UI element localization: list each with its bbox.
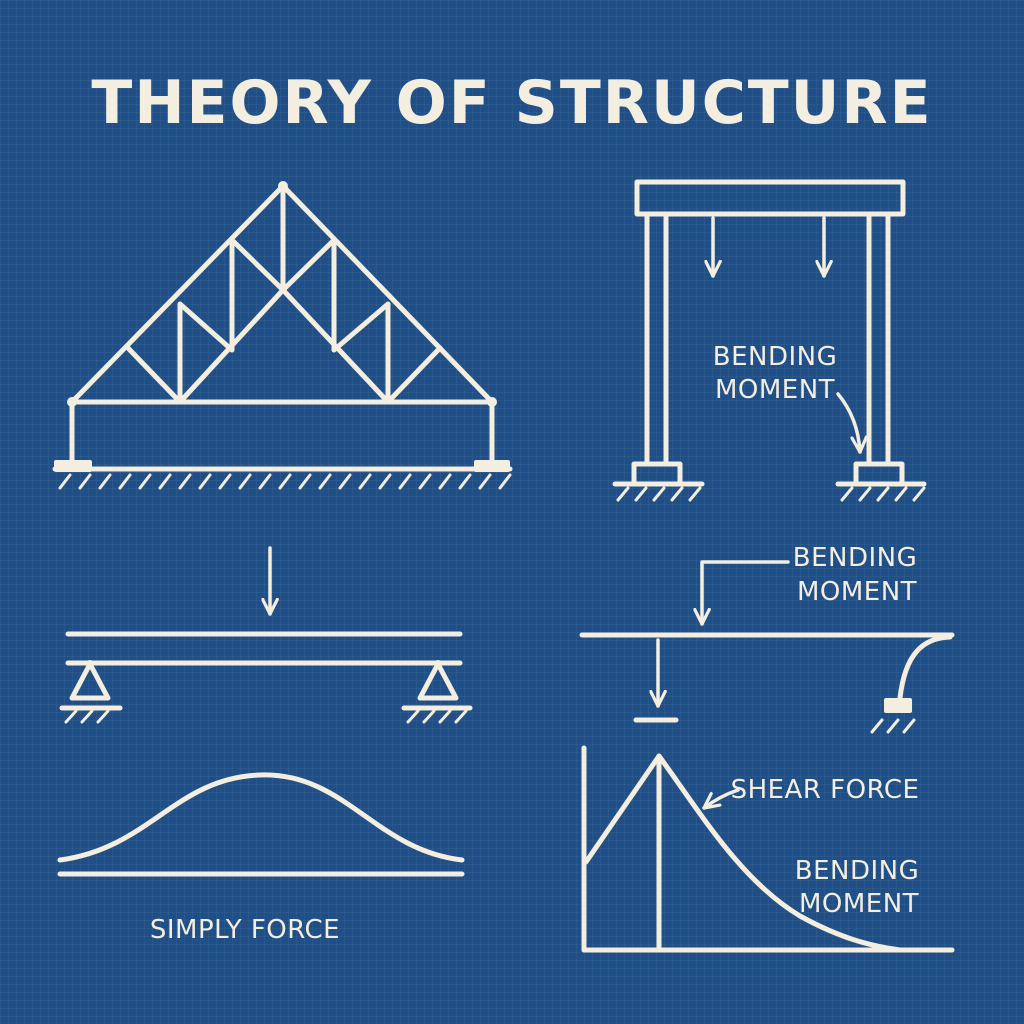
- frame-bending-moment-pointer: [836, 392, 860, 454]
- beam-force-curve: [57, 772, 465, 863]
- shear-force-pointer: [702, 788, 740, 810]
- page-title: THEORY OF STRUCTURE: [91, 68, 932, 138]
- truss-apex-joint: [278, 181, 288, 191]
- truss-left-base-plate: [54, 460, 92, 472]
- frame-left-footing: [631, 461, 683, 487]
- force-diagram: SHEAR FORCE BENDING MOMENT: [581, 745, 955, 953]
- simple-beam: SIMPLY FORCE: [57, 546, 473, 945]
- frame-bending-moment-label-line1: BENDING: [713, 342, 838, 372]
- truss-inner-chords: [177, 287, 391, 405]
- frame-left-ground-hatch: [616, 486, 702, 502]
- beam-left-pin-support: [69, 661, 111, 701]
- truss-right-joint: [487, 397, 497, 407]
- roof-truss: [52, 181, 513, 490]
- truss-left-joint: [67, 397, 77, 407]
- cantilever-beam: BENDING MOMENT: [579, 543, 955, 734]
- truss-left-web: [125, 237, 286, 405]
- cantilever-bending-moment-label-line1: BENDING: [793, 543, 918, 573]
- force-diagram-curve: [583, 753, 903, 953]
- beam-right-ground-hatch: [406, 709, 468, 724]
- truss-right-base-plate: [474, 460, 510, 472]
- portal-frame: BENDING MOMENT: [612, 179, 927, 502]
- beam-right-pin: [434, 660, 442, 668]
- beam-left-ground-hatch: [64, 709, 110, 724]
- cantilever-ground-hatch: [870, 718, 916, 734]
- frame-top-beam: [634, 179, 906, 217]
- frame-bending-moment-label-line2: MOMENT: [715, 375, 835, 405]
- truss-right-web: [280, 237, 443, 405]
- bending-moment-label-line1: BENDING: [795, 856, 920, 886]
- beam-left-pin: [86, 660, 94, 668]
- beam-right-pin-support: [417, 661, 459, 701]
- bending-moment-label-line2: MOMENT: [799, 889, 919, 919]
- cantilever-bending-moment-pointer: [702, 560, 790, 626]
- cantilever-roller-support: [884, 698, 912, 713]
- shear-force-label: SHEAR FORCE: [731, 775, 920, 805]
- cantilever-bending-moment-label-line2: MOMENT: [797, 577, 917, 607]
- frame-right-footing: [853, 461, 905, 487]
- truss-ground-hatch: [58, 473, 512, 490]
- cantilever-end-curve: [897, 634, 953, 701]
- frame-right-ground-hatch: [840, 486, 926, 502]
- simple-beam-caption: SIMPLY FORCE: [150, 915, 340, 945]
